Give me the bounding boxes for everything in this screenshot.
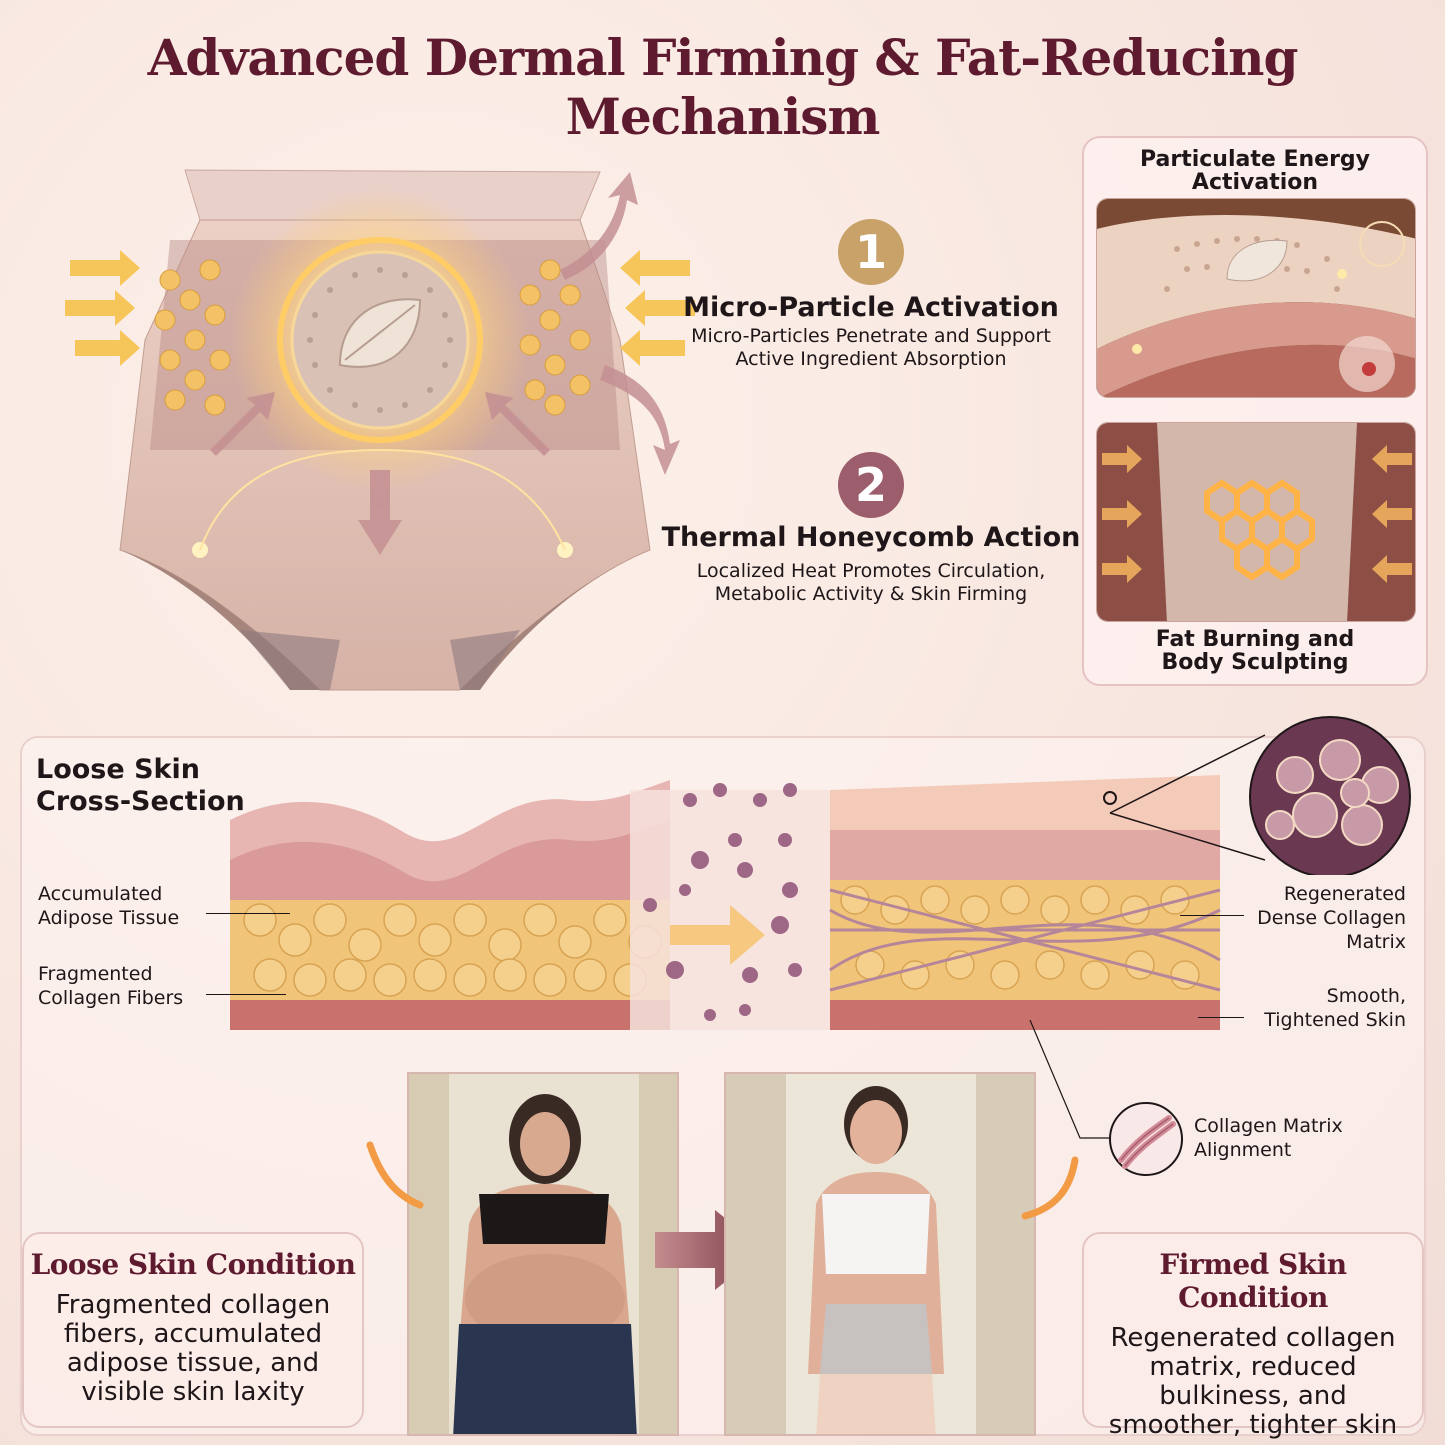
panel-bottom-caption-line1: Fat Burning and	[1155, 627, 1355, 652]
collagen-alignment-leader	[1029, 1019, 1110, 1139]
firmed-condition-line3: bulkiness, and	[1159, 1381, 1347, 1411]
callout-collagen-alignment: Collagen Matrix Alignment	[1194, 1114, 1343, 1162]
firmed-condition-line4: smoother, tighter skin	[1108, 1410, 1398, 1440]
fat-burning-image	[1096, 422, 1416, 622]
callout-adipose-leader	[206, 913, 290, 914]
left-swoosh-accent	[366, 1141, 424, 1209]
panel-top-caption-line2: Activation	[1191, 170, 1319, 195]
step-2-title: Thermal Honeycomb Action	[661, 522, 1081, 553]
callout-fragmented-leader	[206, 994, 286, 995]
cross-section-title-line2: Cross-Section	[36, 786, 245, 817]
step-1-title: Micro-Particle Activation	[683, 292, 1059, 323]
callout-fragmented-line2: Collagen Fibers	[38, 987, 184, 1009]
loose-condition-line3: adipose tissue, and	[66, 1348, 320, 1378]
callout-fragmented-collagen: Fragmented Collagen Fibers	[38, 962, 183, 1010]
callout-smooth-line2: Tightened Skin	[1264, 1009, 1406, 1031]
right-swoosh-accent	[1021, 1156, 1079, 1220]
loose-skin-condition-card: Loose Skin Condition Fragmented collagen…	[22, 1232, 364, 1428]
callout-regenerated-leader	[1180, 915, 1244, 916]
callout-regenerated-collagen: Regenerated Dense Collagen Matrix	[1226, 882, 1406, 954]
loose-condition-line4: visible skin laxity	[81, 1377, 305, 1407]
firmed-condition-line1: Regenerated collagen	[1110, 1323, 1396, 1353]
mechanism-panel: Particulate Energy Activation	[1082, 136, 1428, 686]
cross-section-title: Loose Skin Cross-Section	[36, 754, 245, 818]
callout-regenerated-line3: Matrix	[1346, 931, 1406, 953]
callout-alignment-line2: Alignment	[1194, 1139, 1292, 1161]
particulate-energy-image	[1096, 198, 1416, 398]
magnified-collagen-circle	[1109, 716, 1411, 875]
loose-condition-line2: fibers, accumulated	[63, 1319, 323, 1349]
callout-smooth-skin: Smooth, Tightened Skin	[1226, 984, 1406, 1032]
cross-section-title-line1: Loose Skin	[36, 754, 200, 785]
panel-top-caption-line1: Particulate Energy	[1139, 147, 1371, 172]
callout-fragmented-line1: Fragmented	[38, 963, 153, 985]
loose-condition-line1: Fragmented collagen	[55, 1290, 331, 1320]
callout-adipose-line1: Accumulated	[38, 883, 163, 905]
step-1-desc-line1: Micro-Particles Penetrate and Support	[691, 325, 1051, 347]
firmed-skin-condition-card: Firmed Skin Condition Regenerated collag…	[1082, 1232, 1424, 1440]
before-photo	[407, 1072, 679, 1436]
step-1-desc-line2: Active Ingredient Absorption	[735, 348, 1007, 370]
step-1-number: 1	[838, 219, 904, 285]
callout-adipose-line2: Adipose Tissue	[38, 907, 180, 929]
callout-adipose: Accumulated Adipose Tissue	[38, 882, 179, 930]
collagen-fiber-icon	[1109, 1102, 1183, 1176]
step-2-desc-line2: Metabolic Activity & Skin Firming	[714, 583, 1028, 605]
after-photo	[724, 1072, 1036, 1436]
garment-illustration	[65, 169, 695, 691]
step-2-number: 2	[838, 452, 904, 518]
loose-condition-title: Loose Skin Condition	[30, 1248, 356, 1281]
callout-regenerated-line2: Dense Collagen	[1257, 907, 1406, 929]
firmed-condition-title: Firmed Skin Condition	[1159, 1248, 1347, 1314]
callout-regenerated-line1: Regenerated	[1283, 883, 1406, 905]
callout-smooth-leader	[1198, 1017, 1244, 1018]
page-title: Advanced Dermal Firming & Fat-Reducing M…	[147, 28, 1299, 146]
skin-cross-section-illustration	[230, 775, 1221, 1030]
callout-smooth-line1: Smooth,	[1326, 985, 1406, 1007]
callout-alignment-line1: Collagen Matrix	[1194, 1115, 1343, 1137]
step-2-desc-line1: Localized Heat Promotes Circulation,	[696, 560, 1046, 582]
firmed-condition-line2: matrix, reduced	[1149, 1352, 1357, 1382]
panel-bottom-caption-line2: Body Sculpting	[1161, 650, 1349, 675]
